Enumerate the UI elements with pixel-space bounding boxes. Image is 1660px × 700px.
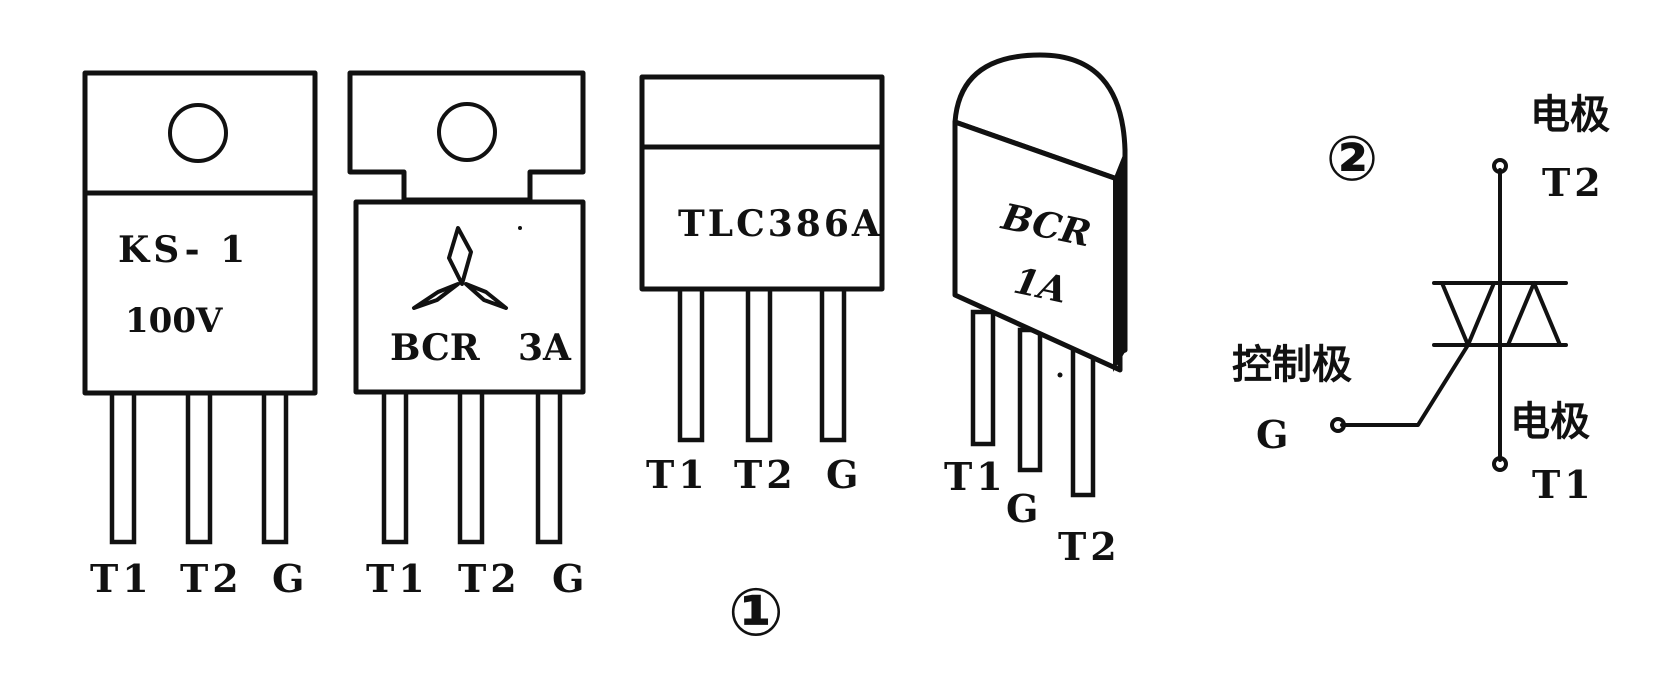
terminal-t1-dot xyxy=(1492,456,1508,472)
pin-lead-ks1-1 xyxy=(109,389,137,545)
pin-label-bcr1a-1: T1 xyxy=(944,454,1007,499)
triangle-up-icon xyxy=(1506,281,1562,347)
terminal-g-dot xyxy=(1330,417,1346,433)
pin-lead-bcr3a-3 xyxy=(535,389,563,545)
pin-lead-bcr1a-1 xyxy=(970,309,996,447)
package-body-bcr3a xyxy=(353,199,586,395)
figure-label-2: ② xyxy=(1326,122,1379,195)
pin-label-tlc386a-2: T2 xyxy=(734,452,797,497)
pin-lead-tlc386a-2 xyxy=(745,285,773,443)
pin-label-ks1-1: T1 xyxy=(90,556,153,601)
speck-mark xyxy=(518,226,522,230)
package-bcr1a: BCR 1A T1 G T2 xyxy=(944,52,1128,569)
figure-label-1: ① xyxy=(728,574,784,651)
triac-symbol xyxy=(1330,158,1568,472)
package-top-tlc386a xyxy=(639,74,885,150)
pin-lead-bcr3a-1 xyxy=(381,389,409,545)
pin-label-ks1-3: G xyxy=(272,556,304,601)
package-body-tlc386a xyxy=(639,144,885,292)
mounting-hole-bcr3a xyxy=(437,102,497,162)
package-face-bcr1a xyxy=(952,119,1123,373)
three-diamond-logo xyxy=(412,226,508,310)
marking-ks1-line2: 100V xyxy=(125,301,223,341)
terminal-t2-dot xyxy=(1492,158,1508,174)
package-side-shade xyxy=(1113,150,1125,372)
pin-lead-bcr1a-3 xyxy=(1070,347,1096,498)
pin-lead-tlc386a-1 xyxy=(677,285,705,443)
pin-lead-bcr1a-2 xyxy=(1017,327,1043,473)
label-gate-line1: 控制极 xyxy=(1232,342,1352,388)
pin-lead-ks1-2 xyxy=(185,389,213,545)
pin-label-tlc386a-3: G xyxy=(826,452,858,497)
mounting-tab-ks1 xyxy=(82,70,318,196)
package-ks1: KS- 1 100V T1 T2 G xyxy=(82,70,318,601)
speck-mark xyxy=(1057,372,1063,378)
pin-label-bcr3a-2: T2 xyxy=(458,556,521,601)
label-gate-line2: G xyxy=(1256,412,1288,457)
package-tlc386a: TLC386A T1 T2 G xyxy=(639,74,885,497)
package-body-ks1 xyxy=(82,190,318,396)
pin-lead-tlc386a-3 xyxy=(819,285,847,443)
label-t1-line2: T1 xyxy=(1532,462,1595,507)
pin-lead-bcr3a-2 xyxy=(457,389,485,545)
pin-label-bcr3a-1: T1 xyxy=(366,556,429,601)
pin-label-bcr3a-3: G xyxy=(552,556,584,601)
pin-label-tlc386a-1: T1 xyxy=(646,452,709,497)
mounting-tab-bcr3a xyxy=(347,70,586,203)
pin-label-bcr1a-2: G xyxy=(1006,486,1038,531)
gate-lead-line xyxy=(1340,343,1470,427)
label-t2-line1: 电极 xyxy=(1530,92,1610,138)
pin-label-ks1-2: T2 xyxy=(180,556,243,601)
package-bcr3a: BCR 3A T1 T2 G xyxy=(347,70,586,601)
mounting-hole-ks1 xyxy=(168,103,228,163)
pin-label-bcr1a-3: T2 xyxy=(1058,524,1121,569)
label-t1-line1: 电极 xyxy=(1510,399,1590,445)
triangle-down-icon xyxy=(1440,281,1496,347)
dome-top-bcr1a xyxy=(952,52,1128,355)
marking-bcr3a-line2: 3A xyxy=(518,327,572,369)
marking-bcr3a-line1: BCR xyxy=(390,327,481,369)
label-t2-line2: T2 xyxy=(1542,160,1605,205)
marking-tlc386a: TLC386A xyxy=(678,203,883,245)
pin-lead-ks1-3 xyxy=(261,389,289,545)
marking-ks1-line1: KS- 1 xyxy=(118,229,249,271)
